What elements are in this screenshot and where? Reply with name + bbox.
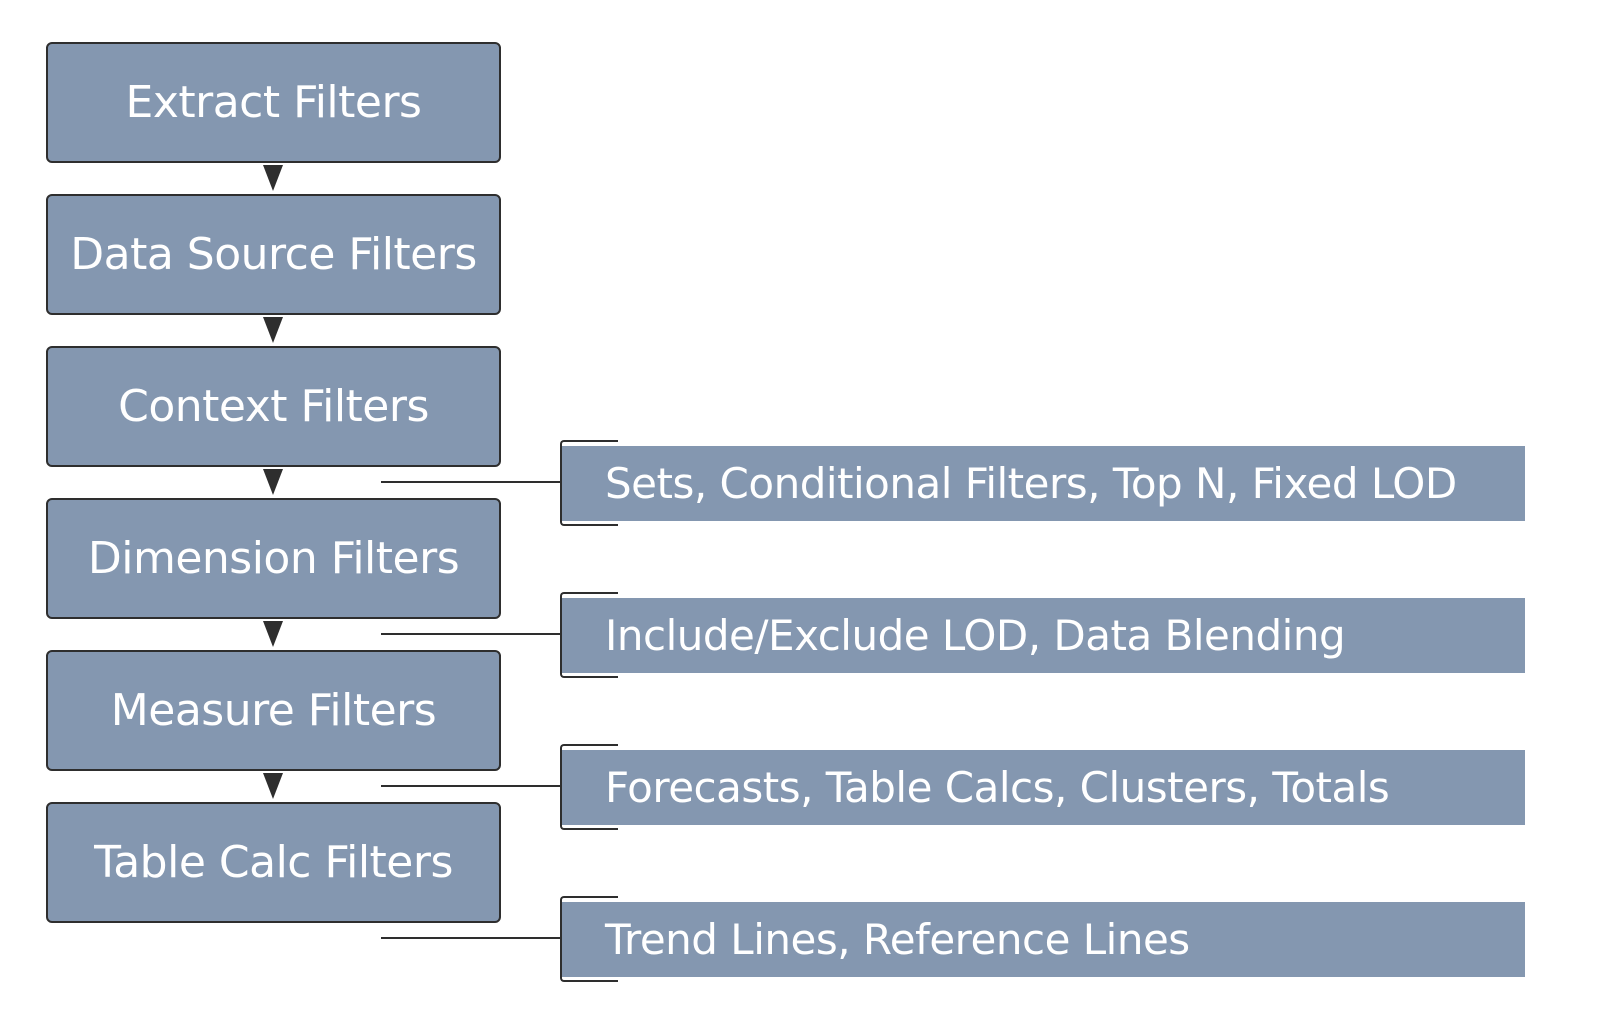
step-table-calc-filters: Table Calc Filters: [46, 802, 501, 923]
step-label: Measure Filters: [110, 685, 437, 736]
note-bracket: [560, 440, 618, 526]
note-bracket: [560, 896, 618, 982]
connector-line: [381, 785, 561, 787]
down-arrow-icon: [263, 469, 283, 495]
note-bracket: [560, 744, 618, 830]
note-label: Include/Exclude LOD, Data Blending: [605, 611, 1346, 660]
step-label: Context Filters: [118, 381, 429, 432]
step-label: Table Calc Filters: [94, 837, 453, 888]
down-arrow-icon: [263, 773, 283, 799]
step-label: Dimension Filters: [87, 533, 460, 584]
step-context-filters: Context Filters: [46, 346, 501, 467]
note-include-exclude-lod-data-blending: Include/Exclude LOD, Data Blending: [560, 598, 1525, 673]
note-forecasts-table-calcs-clusters-totals: Forecasts, Table Calcs, Clusters, Totals: [560, 750, 1525, 825]
step-data-source-filters: Data Source Filters: [46, 194, 501, 315]
step-dimension-filters: Dimension Filters: [46, 498, 501, 619]
connector-line: [381, 481, 561, 483]
note-bracket: [560, 592, 618, 678]
step-extract-filters: Extract Filters: [46, 42, 501, 163]
note-trend-lines-reference-lines: Trend Lines, Reference Lines: [560, 902, 1525, 977]
note-label: Forecasts, Table Calcs, Clusters, Totals: [605, 763, 1390, 812]
down-arrow-icon: [263, 165, 283, 191]
connector-line: [381, 633, 561, 635]
note-label: Trend Lines, Reference Lines: [605, 915, 1190, 964]
note-sets-conditional-top-n-fixed-lod: Sets, Conditional Filters, Top N, Fixed …: [560, 446, 1525, 521]
down-arrow-icon: [263, 317, 283, 343]
step-label: Data Source Filters: [70, 229, 477, 280]
connector-line: [381, 937, 561, 939]
step-measure-filters: Measure Filters: [46, 650, 501, 771]
step-label: Extract Filters: [125, 77, 422, 128]
down-arrow-icon: [263, 621, 283, 647]
note-label: Sets, Conditional Filters, Top N, Fixed …: [605, 459, 1457, 508]
